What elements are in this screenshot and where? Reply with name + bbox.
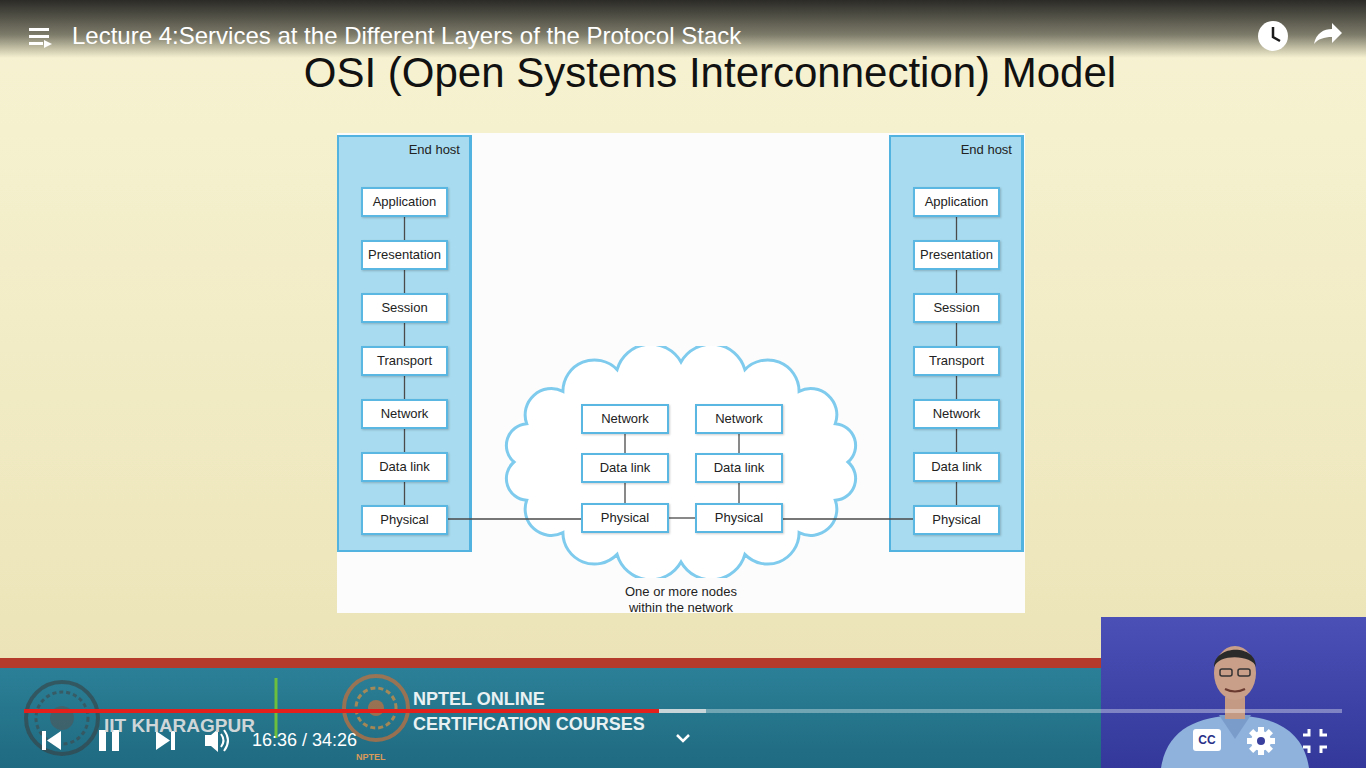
- layer-box: Physical: [581, 503, 669, 533]
- layer-box: Data link: [913, 452, 1000, 482]
- presenter-figure: [1101, 617, 1366, 768]
- network-cloud: One or more nodes within the network Netw…: [498, 346, 864, 618]
- cloud-caption: One or more nodes within the network: [611, 584, 751, 616]
- layer-name: Data link: [600, 460, 651, 476]
- layer-box: Physical: [695, 503, 783, 533]
- layer-name: Data link: [714, 460, 765, 476]
- layer-name: Network: [601, 411, 649, 427]
- layer-box: Network: [695, 404, 783, 434]
- layer-box: Data link: [581, 453, 669, 483]
- layer-name: Presentation: [920, 247, 993, 263]
- layer-box: Physical: [913, 505, 1000, 535]
- end-host-panel: End hostApplicationPresentationSessionTr…: [337, 135, 472, 552]
- cloud-outline: [498, 346, 864, 578]
- layer-name: Physical: [380, 512, 428, 528]
- layer-box: Transport: [361, 346, 448, 376]
- cc-button: CC: [1193, 729, 1221, 751]
- layer-box: Application: [913, 187, 1000, 217]
- cc-text: CC: [1193, 729, 1221, 751]
- layer-name: Physical: [715, 510, 763, 526]
- layer-name: Session: [933, 300, 979, 316]
- layer-box: Presentation: [913, 240, 1000, 270]
- host-heading: End host: [339, 137, 469, 158]
- layer-name: Data link: [931, 459, 982, 475]
- logo-caption: NPTEL: [356, 752, 386, 763]
- layer-name: Network: [381, 406, 429, 422]
- layer-name: Physical: [601, 510, 649, 526]
- layer-box: Presentation: [361, 240, 448, 270]
- time-display: 16:36 / 34:26: [252, 730, 357, 751]
- layer-name: Transport: [377, 353, 432, 369]
- institute-name: IIT KHARAGPUR: [104, 716, 255, 736]
- layer-name: Network: [933, 406, 981, 422]
- video-title: Lecture 4:Services at the Different Laye…: [72, 21, 741, 51]
- layer-box: Application: [361, 187, 448, 217]
- end-host-panel: End hostApplicationPresentationSessionTr…: [889, 135, 1024, 552]
- layer-name: Physical: [932, 512, 980, 528]
- layer-box: Session: [361, 293, 448, 323]
- progress-played: [24, 709, 659, 713]
- layer-box: Network: [581, 404, 669, 434]
- layer-name: Application: [373, 194, 437, 210]
- layer-box: Session: [913, 293, 1000, 323]
- layer-name: Network: [715, 411, 763, 427]
- layer-name: Session: [381, 300, 427, 316]
- layer-name: Transport: [929, 353, 984, 369]
- layer-name: Presentation: [368, 247, 441, 263]
- layer-box: Data link: [361, 452, 448, 482]
- course-banner: NPTEL ONLINE: [413, 688, 545, 710]
- layer-box: Transport: [913, 346, 1000, 376]
- layer-box: Network: [361, 399, 448, 429]
- layer-box: Network: [913, 399, 1000, 429]
- layer-name: Data link: [379, 459, 430, 475]
- layer-box: Physical: [361, 505, 448, 535]
- host-heading: End host: [891, 137, 1021, 158]
- layer-name: Application: [925, 194, 989, 210]
- slide-title: OSI (Open Systems Interconnection) Model: [304, 48, 1116, 98]
- course-banner: CERTIFICATION COURSES: [413, 713, 645, 735]
- layer-box: Data link: [695, 453, 783, 483]
- presenter-inset: [1101, 617, 1366, 768]
